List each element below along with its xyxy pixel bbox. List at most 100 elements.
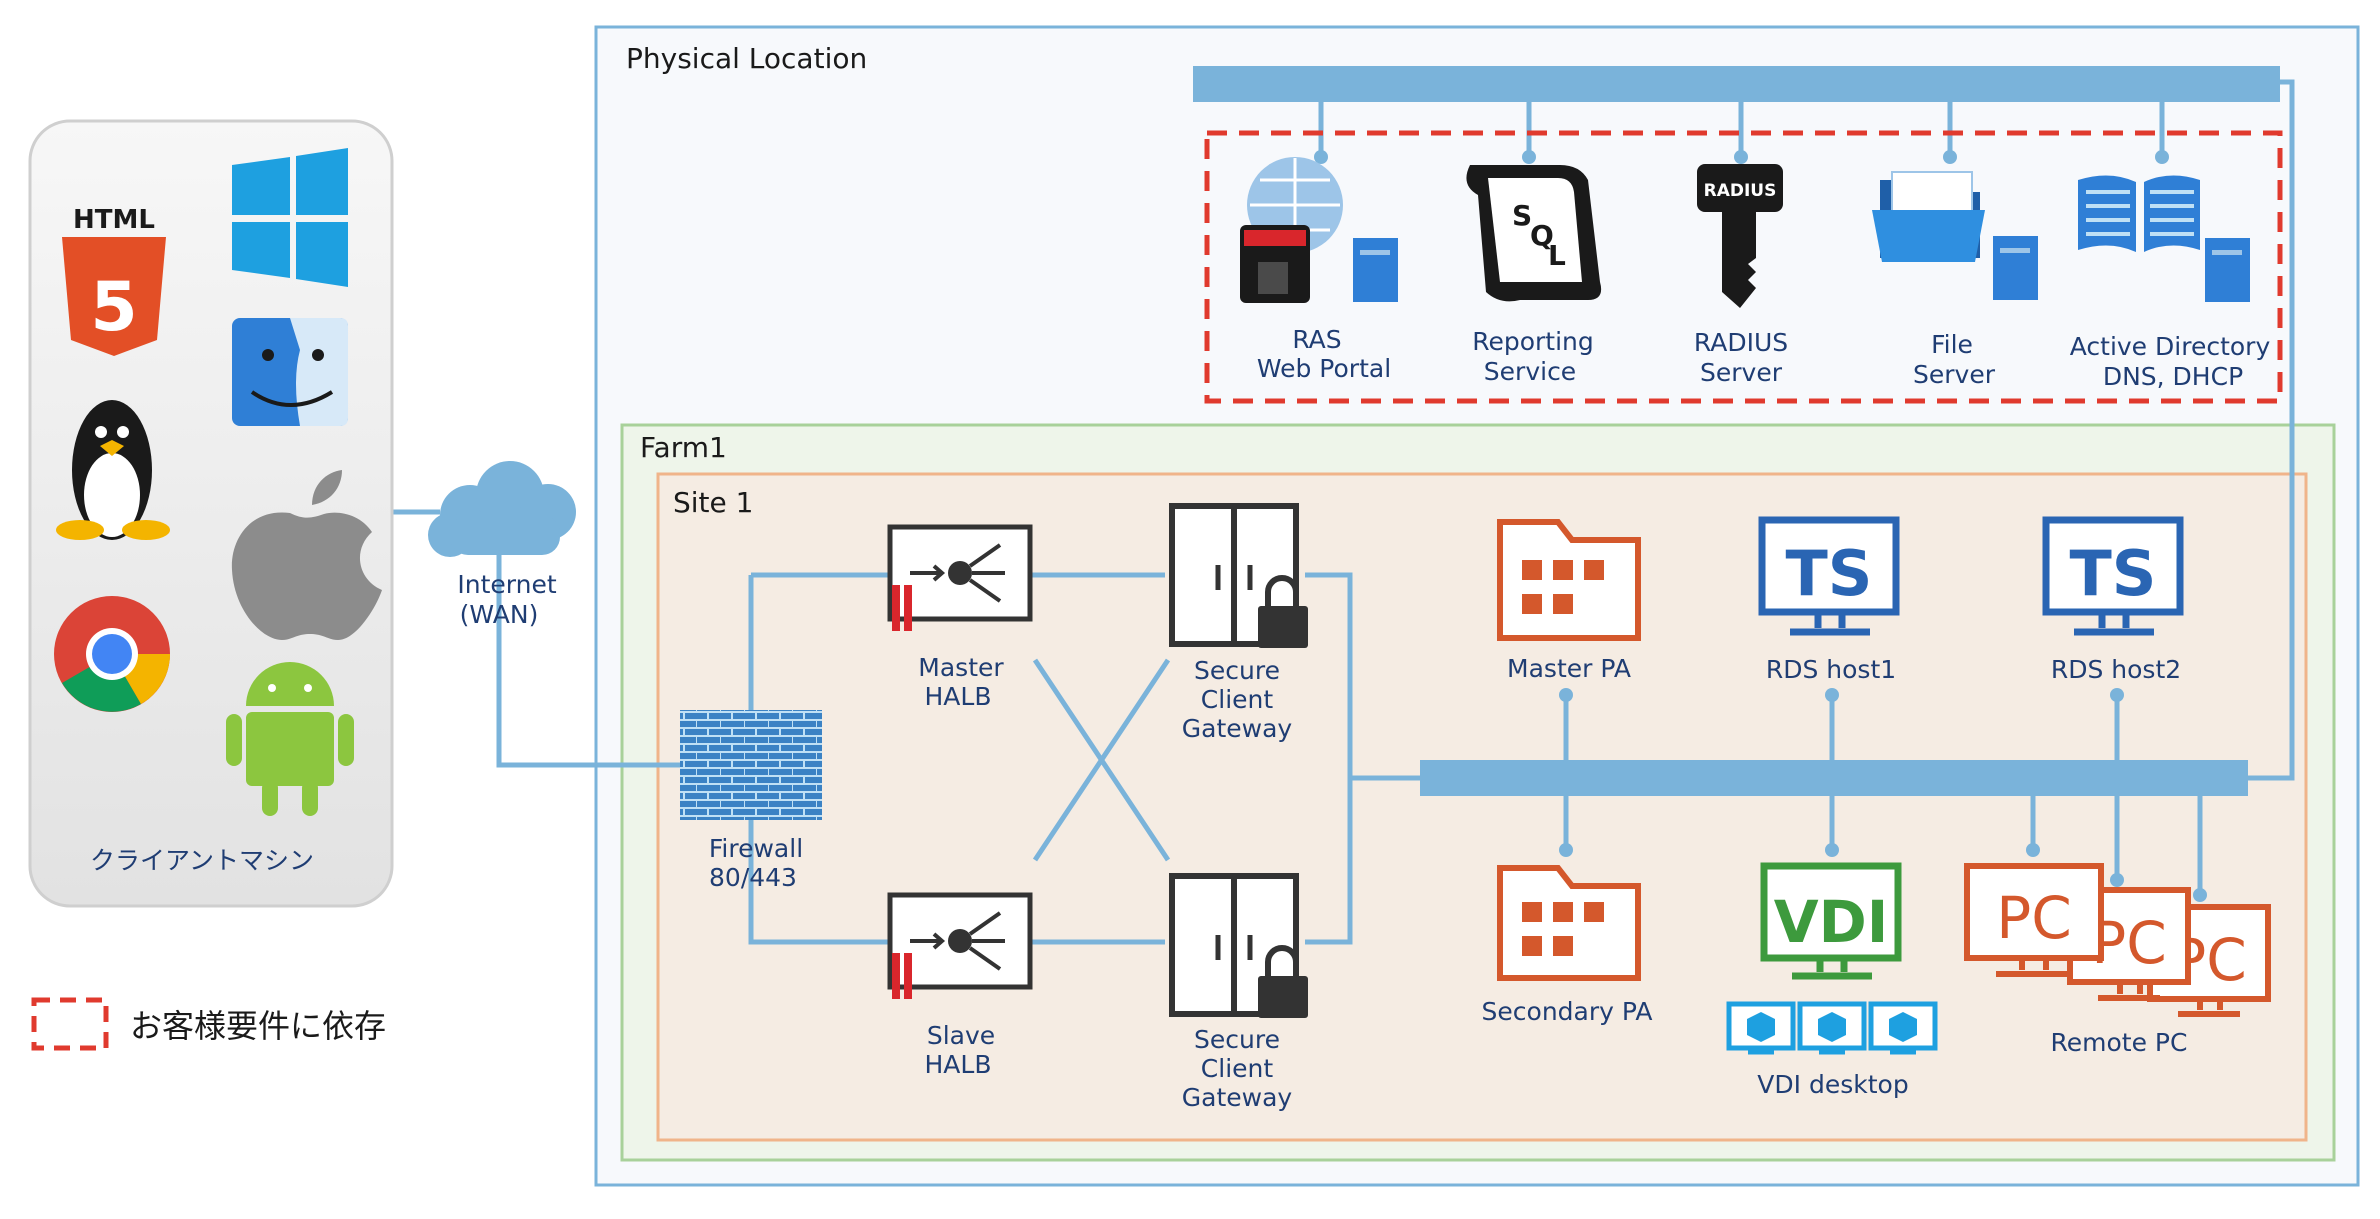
dns-dhcp-label: DNS, DHCP bbox=[2103, 362, 2243, 391]
gateway-top-node: Secure Client Gateway bbox=[1169, 503, 1308, 743]
gateway-bottom-node: Secure Client Gateway bbox=[1169, 873, 1308, 1112]
file-label: File bbox=[1931, 330, 1973, 359]
radius-server-label: Server bbox=[1700, 358, 1783, 387]
svg-text:L: L bbox=[1548, 239, 1566, 272]
physical-location-label: Physical Location bbox=[626, 42, 867, 75]
load-balancer-icon bbox=[887, 892, 1033, 999]
pa-folder-icon bbox=[1497, 519, 1641, 641]
gateway-top-label-1: Secure bbox=[1194, 656, 1280, 685]
terminal-server-icon: TS bbox=[1758, 516, 1900, 636]
gateway-bottom-label-2: Client bbox=[1201, 1054, 1274, 1083]
client-machines-label: クライアントマシン bbox=[90, 846, 314, 875]
reporting-service-label: Service bbox=[1484, 357, 1576, 386]
client-machines-panel: HTML 5 bbox=[28, 119, 394, 908]
connection-dots bbox=[1314, 150, 2207, 902]
gateway-door-icon bbox=[1169, 503, 1308, 648]
html5-icon: HTML 5 bbox=[62, 205, 166, 356]
svg-text:RADIUS: RADIUS bbox=[1704, 181, 1777, 201]
top-bar-drop-lines bbox=[1318, 98, 2165, 157]
slave-halb-sub-label: HALB bbox=[925, 1050, 992, 1079]
secondary-pa-label: Secondary PA bbox=[1482, 997, 1653, 1026]
active-directory-node: Active Directory DNS, DHCP bbox=[2070, 175, 2271, 391]
gateway-door-icon bbox=[1169, 873, 1308, 1018]
linux-icon bbox=[56, 400, 170, 540]
gateway-bottom-label-1: Secure bbox=[1194, 1025, 1280, 1054]
svg-text:HTML: HTML bbox=[73, 205, 155, 235]
reporting-label: Reporting bbox=[1472, 327, 1594, 356]
windows-icon bbox=[232, 148, 348, 287]
svg-text:PC: PC bbox=[1996, 884, 2071, 952]
pa-folder-icon bbox=[1497, 865, 1641, 981]
firewall-to-halb-lines bbox=[748, 572, 890, 945]
legend: お客様要件に依存 bbox=[31, 997, 386, 1051]
vdi-monitor-icon: VDI bbox=[1760, 862, 1902, 980]
master-halb-sub-label: HALB bbox=[925, 682, 992, 711]
secondary-pa-node: Secondary PA bbox=[1482, 865, 1653, 1026]
slave-halb-label: Slave bbox=[927, 1021, 995, 1050]
svg-text:S: S bbox=[1512, 199, 1532, 232]
directory-book-icon bbox=[2078, 175, 2250, 302]
rds-host1-node: TS RDS host1 bbox=[1758, 516, 1900, 684]
ras-label: RAS bbox=[1292, 325, 1341, 354]
svg-text:5: 5 bbox=[90, 268, 137, 347]
remote-pc-monitor-icon: PC bbox=[1964, 863, 2104, 977]
load-balancer-icon bbox=[887, 524, 1033, 631]
slave-halb-node: Slave HALB bbox=[887, 892, 1033, 1079]
master-halb-node: Master HALB bbox=[887, 524, 1033, 711]
finder-icon bbox=[232, 318, 348, 426]
web-portal-label: Web Portal bbox=[1257, 354, 1391, 383]
file-server-label: Server bbox=[1913, 360, 1996, 389]
chrome-icon bbox=[54, 596, 170, 712]
svg-text:VDI: VDI bbox=[1774, 888, 1889, 956]
desktop-cube-icon bbox=[1726, 1001, 1796, 1055]
firewall-icon bbox=[680, 710, 822, 820]
master-pa-node: Master PA bbox=[1497, 519, 1641, 683]
farm-label: Farm1 bbox=[640, 431, 727, 464]
master-pa-label: Master PA bbox=[1507, 654, 1631, 683]
gateway-top-label-3: Gateway bbox=[1182, 714, 1293, 743]
svg-text:Q: Q bbox=[1530, 219, 1554, 252]
file-server-node: File Server bbox=[1872, 171, 2038, 389]
svg-text:TS: TS bbox=[1786, 537, 1873, 610]
sql-scroll-icon: S Q L bbox=[1466, 165, 1602, 302]
rds-host1-label: RDS host1 bbox=[1766, 655, 1896, 684]
customer-dependent-box bbox=[1204, 130, 2283, 404]
vdi-node: VDI VDI desktop bbox=[1726, 862, 1938, 1099]
radius-key-icon: RADIUS bbox=[1697, 164, 1783, 308]
site-network-bus bbox=[1420, 760, 2248, 796]
radius-server-node: RADIUS RADIUS Server bbox=[1694, 164, 1788, 387]
rds-host2-node: TS RDS host2 bbox=[2042, 516, 2184, 684]
android-icon bbox=[226, 662, 354, 816]
gateway-to-bus-lines bbox=[1305, 572, 1420, 945]
apple-icon bbox=[231, 470, 382, 640]
gateway-bottom-label-3: Gateway bbox=[1182, 1083, 1293, 1112]
legend-label: お客様要件に依存 bbox=[130, 1007, 386, 1045]
gateway-top-label-2: Client bbox=[1201, 685, 1274, 714]
halb-to-gateway-lines bbox=[1032, 572, 1165, 945]
site-label: Site 1 bbox=[673, 486, 753, 519]
vdi-desktop-icons bbox=[1726, 1001, 1938, 1055]
reporting-service-node: S Q L Reporting Service bbox=[1466, 165, 1602, 386]
desktop-cube-icon bbox=[1868, 1001, 1938, 1055]
remote-pc-node: PC PC PC Remote PC bbox=[1964, 863, 2271, 1057]
internet-cloud-icon bbox=[428, 461, 576, 557]
folder-icon bbox=[1872, 171, 2038, 300]
firewall-label: Firewall bbox=[709, 834, 803, 863]
internet-label: Internet bbox=[457, 570, 556, 599]
desktop-cube-icon bbox=[1797, 1001, 1867, 1055]
legend-dashed-swatch bbox=[31, 997, 109, 1051]
firewall-node: Firewall 80/443 bbox=[680, 710, 822, 892]
ras-web-portal-node: RAS Web Portal bbox=[1240, 157, 1398, 383]
ras-web-portal-icon bbox=[1240, 157, 1398, 303]
terminal-server-icon: TS bbox=[2042, 516, 2184, 636]
svg-text:TS: TS bbox=[2070, 537, 2157, 610]
vdi-desktop-label: VDI desktop bbox=[1757, 1070, 1908, 1099]
wan-label: (WAN) bbox=[460, 600, 539, 629]
rds-host2-label: RDS host2 bbox=[2051, 655, 2181, 684]
active-directory-label: Active Directory bbox=[2070, 332, 2271, 361]
master-halb-label: Master bbox=[918, 653, 1004, 682]
radius-label: RADIUS bbox=[1694, 328, 1788, 357]
remote-pc-label: Remote PC bbox=[2051, 1028, 2188, 1057]
firewall-ports-label: 80/443 bbox=[709, 863, 797, 892]
